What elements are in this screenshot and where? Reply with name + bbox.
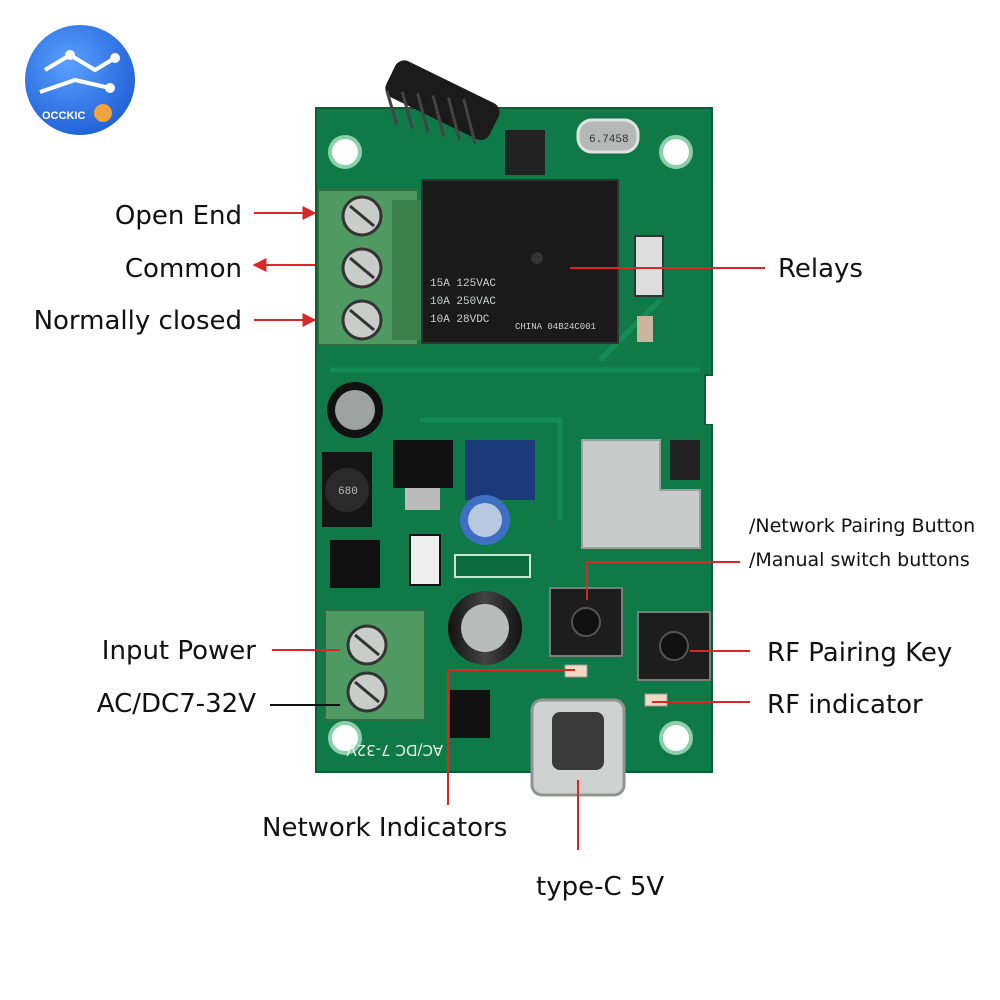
label-common: Common	[124, 254, 242, 284]
mosfet	[330, 540, 380, 588]
label-rf-pairing: RF Pairing Key	[767, 638, 953, 668]
input-terminal-block	[324, 609, 426, 721]
mounting-hole	[328, 135, 362, 169]
relay: 15A 125VAC 10A 250VAC 10A 28VDC CHINA 04…	[421, 179, 619, 344]
inductor-text: 680	[338, 486, 358, 498]
header-pads	[454, 554, 531, 578]
diode	[634, 235, 664, 297]
logo-text: OCCKIC	[42, 110, 85, 122]
output-terminal-block	[317, 189, 422, 346]
mounting-hole	[659, 721, 693, 755]
label-rf-indicator: RF indicator	[767, 690, 923, 720]
label-network-pairing: /Network Pairing Button	[749, 515, 976, 537]
smd-led	[637, 316, 653, 342]
leader-network-pairing	[586, 561, 740, 600]
inductor: 680	[322, 452, 372, 527]
label-typec: type-C 5V	[536, 872, 665, 902]
relay-rating: 10A 250VAC	[430, 296, 496, 308]
relay-rating: 10A 28VDC	[430, 314, 490, 326]
silkscreen-label: AC/DC 7-32V	[346, 741, 443, 759]
electrolytic-capacitor-large	[448, 591, 522, 665]
capacitor-blue	[460, 495, 510, 545]
output-mosfet	[450, 690, 490, 738]
label-network-indicators: Network Indicators	[262, 813, 508, 843]
electrolytic-capacitor-small	[327, 382, 383, 438]
mounting-hole	[328, 721, 362, 755]
brand-logo: OCCKIC	[25, 25, 135, 135]
leader-network-indicators	[447, 669, 575, 805]
label-open-end: Open End	[114, 201, 242, 231]
regulator-tab	[405, 488, 440, 510]
label-input-power: Input Power	[101, 636, 256, 666]
voltage-regulator	[393, 440, 453, 488]
rf-chip	[505, 130, 545, 175]
rf-indicator-led	[644, 693, 668, 707]
usb-c-port	[530, 698, 626, 797]
crystal-text: 6.7458	[589, 134, 629, 146]
label-normally-closed: Normally closed	[33, 306, 242, 336]
rf-pairing-button[interactable]	[637, 611, 711, 681]
relay-maker: CHINA 04B24C001	[515, 322, 596, 332]
label-acdc: AC/DC7-32V	[96, 689, 256, 719]
label-manual-switch: /Manual switch buttons	[749, 549, 970, 571]
driver-ic	[465, 440, 535, 500]
antenna-coil	[385, 60, 500, 145]
schottky-diode	[409, 534, 441, 586]
mounting-hole	[659, 135, 693, 169]
relay-rating: 15A 125VAC	[430, 278, 496, 290]
label-relays: Relays	[778, 254, 863, 284]
crystal: 6.7458	[576, 118, 640, 154]
wifi-module	[565, 425, 710, 555]
